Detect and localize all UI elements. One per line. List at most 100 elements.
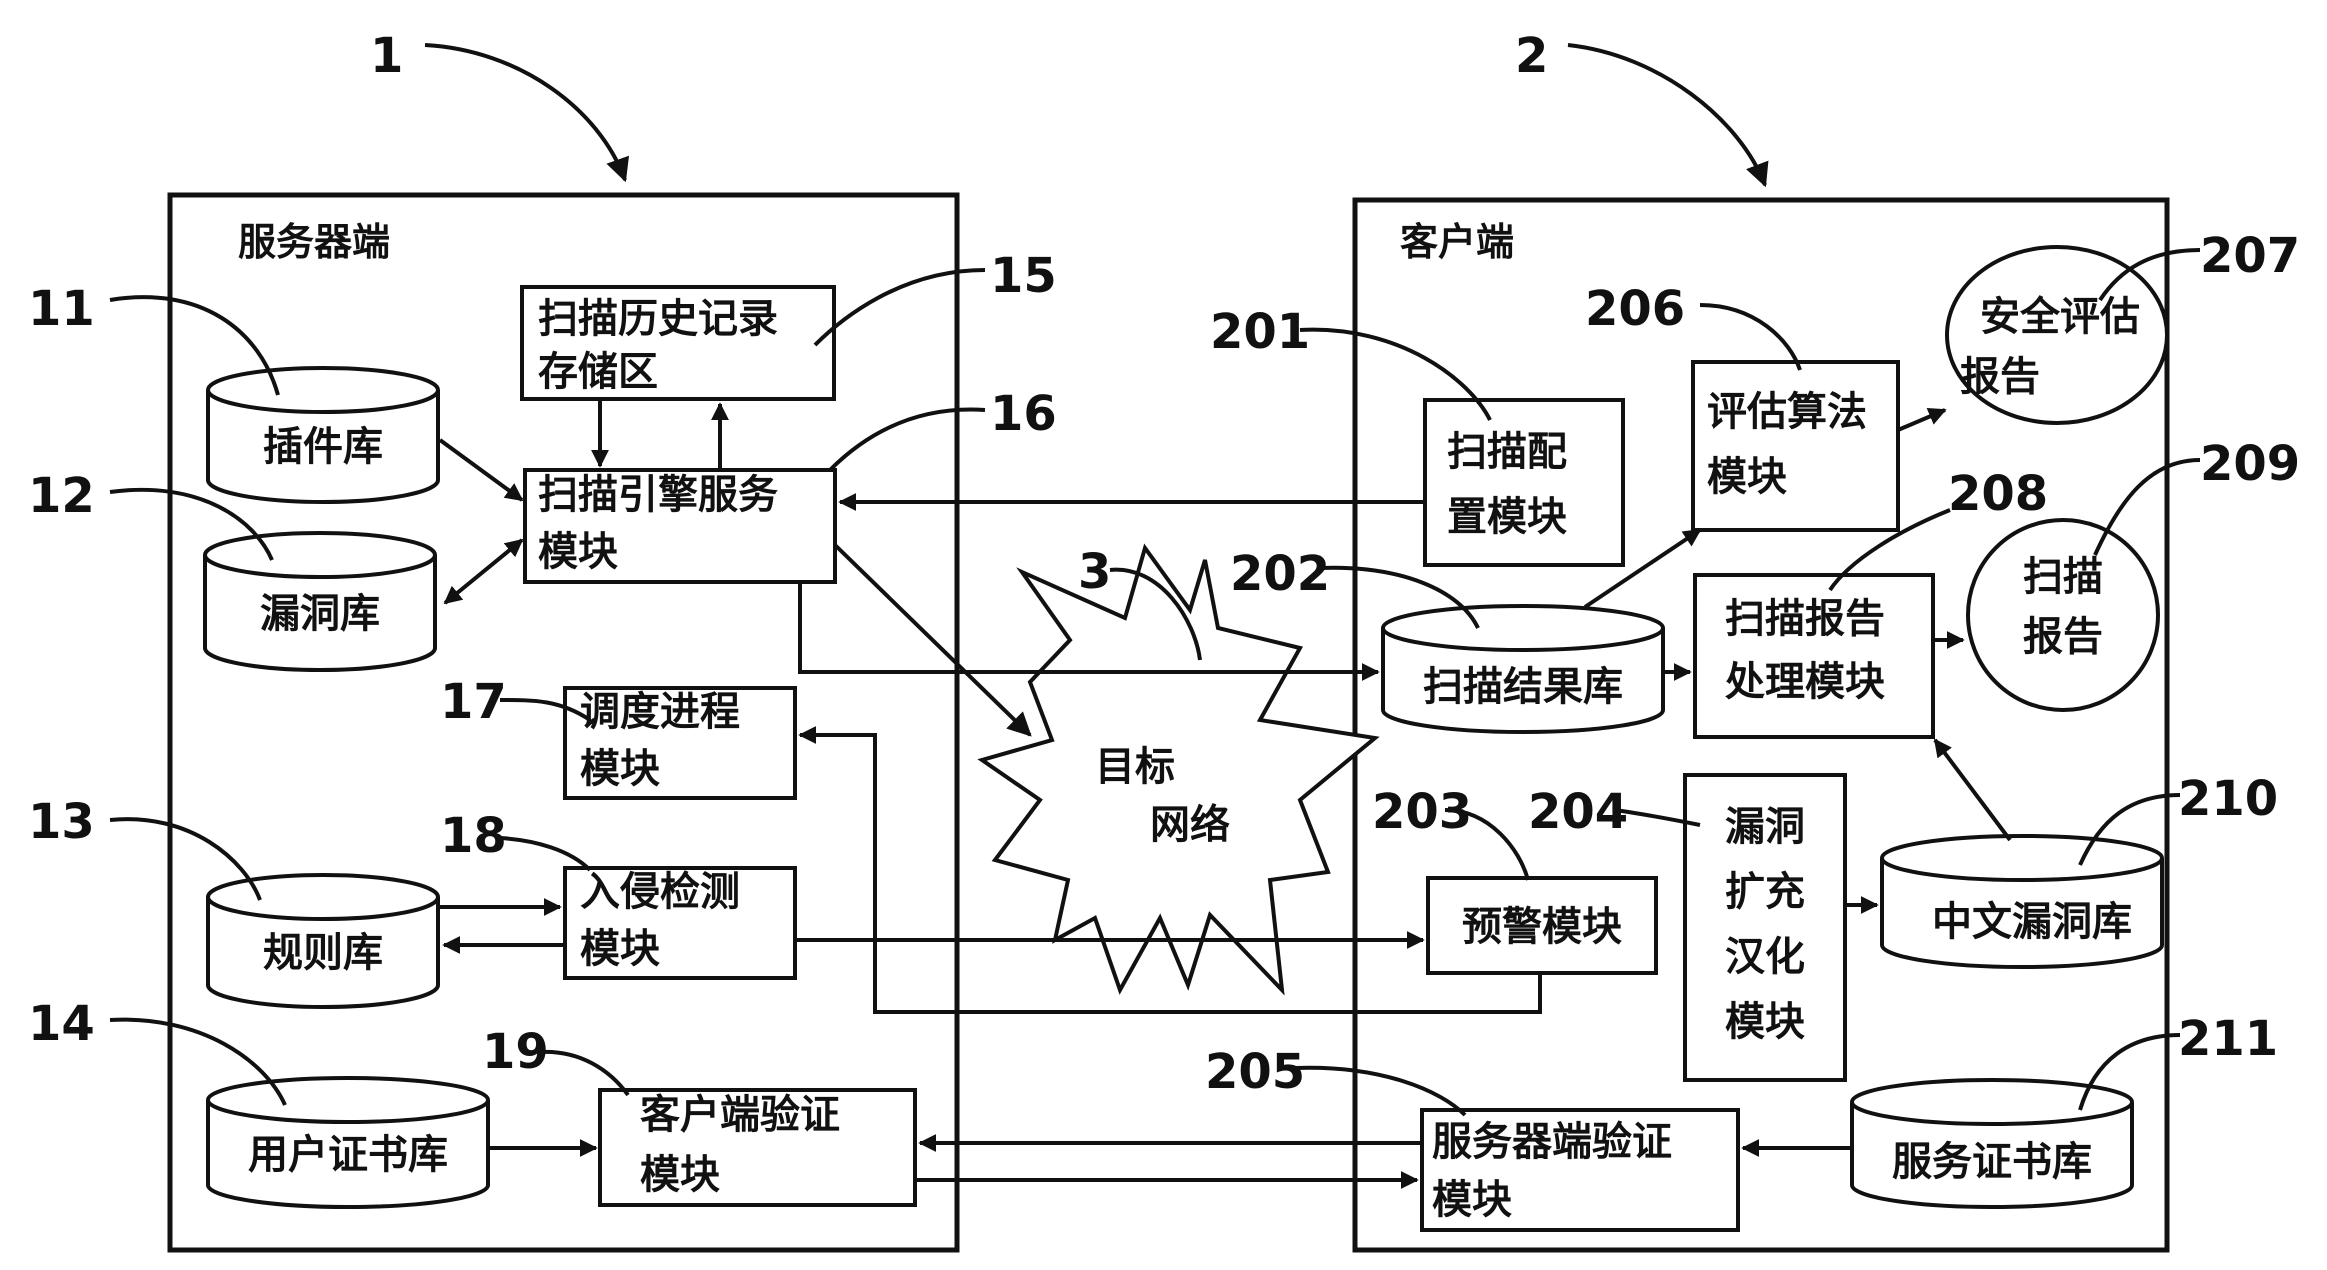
- scan-report-line1: 扫描: [2023, 554, 2103, 600]
- client-verify-line2: 模块: [640, 1152, 720, 1198]
- history-store-line2: 存储区: [538, 349, 658, 395]
- ref-3: 3: [1078, 544, 1111, 600]
- ref-208-leader: [1828, 508, 1951, 592]
- rule-db-label: 规则库: [263, 930, 383, 976]
- scan-config-line2: 置模块: [1447, 494, 1567, 540]
- ref-14-leader: [109, 1017, 287, 1106]
- ref-18-leader: [499, 836, 592, 872]
- vuln-cn-line3: 汉化: [1725, 934, 1805, 980]
- ref-209: 209: [2200, 436, 2300, 492]
- plugin-db-cylinder: 插件库: [206, 366, 440, 504]
- ref-206: 206: [1585, 281, 1685, 337]
- ref-208: 208: [1948, 466, 2048, 522]
- server-verify-box: 服务器端验证 模块: [1420, 1108, 1740, 1232]
- server-verify-line1: 服务器端验证: [1432, 1119, 1672, 1165]
- client-side-frame: [1352, 197, 2170, 1253]
- vuln-cn-line1: 漏洞: [1725, 804, 1805, 850]
- ref-205-leader: [1294, 1065, 1467, 1117]
- server-verify-line2: 模块: [1432, 1177, 1512, 1223]
- vuln-db-cylinder: 漏洞库: [203, 531, 437, 672]
- server-cert-db-cylinder: 服务证书库: [1850, 1078, 2134, 1209]
- ids-module-line1: 入侵检测: [580, 869, 740, 915]
- ref-15: 15: [990, 248, 1057, 304]
- vuln-cn-line4: 模块: [1725, 999, 1805, 1045]
- scan-result-db-label: 扫描结果库: [1423, 664, 1623, 710]
- ref-209-leader: [2093, 458, 2201, 556]
- history-store-line1: 扫描历史记录: [538, 296, 778, 342]
- warning-to-scheduler-arrow: [798, 726, 1542, 1014]
- user-cert-db-label: 用户证书库: [248, 1132, 448, 1178]
- warning-label: 预警模块: [1462, 904, 1622, 950]
- server-side-pointer: [424, 43, 630, 183]
- security-report-line1: 安全评估: [1980, 294, 2140, 340]
- history-store-box: 扫描历史记录 存储区: [520, 285, 836, 401]
- ref-207: 207: [2200, 228, 2300, 284]
- engine-to-network-arrow: [833, 543, 1032, 737]
- scan-report-line2: 报告: [2023, 614, 2103, 660]
- eval-algo-line1: 评估算法: [1707, 389, 1867, 435]
- security-report-circle: 安全评估 报告: [1945, 245, 2169, 425]
- ref-203-leader: [1444, 808, 1530, 881]
- ref-16-leader: [828, 407, 986, 472]
- client-verify-line1: 客户端验证: [640, 1092, 840, 1138]
- scheduler-line2: 模块: [580, 746, 660, 792]
- ref-13: 13: [28, 794, 95, 850]
- ref-11: 11: [28, 281, 95, 337]
- ref-206-leader: [1699, 303, 1802, 371]
- ref-11-leader: [109, 295, 280, 396]
- plugin-db-label: 插件库: [263, 424, 383, 470]
- ref-204: 204: [1528, 784, 1628, 840]
- vuln-cn-box: 漏洞 扩充 汉化 模块: [1683, 773, 1847, 1082]
- ref-205: 205: [1205, 1044, 1305, 1100]
- user-cert-db-cylinder: 用户证书库: [206, 1076, 490, 1209]
- security-report-line2: 报告: [1960, 354, 2040, 400]
- ref-3-leader: [1109, 567, 1202, 661]
- target-network-burst: 目标 网络: [977, 543, 1380, 996]
- ref-204-leader: [1614, 808, 1701, 827]
- warning-box: 预警模块: [1426, 876, 1658, 975]
- client-side-title: 客户端: [1400, 220, 1514, 264]
- scan-result-db-cylinder: 扫描结果库: [1381, 604, 1665, 734]
- scan-config-line1: 扫描配: [1447, 429, 1567, 475]
- eval-algo-box: 评估算法 模块: [1691, 360, 1900, 532]
- target-network-line1: 目标: [1095, 744, 1175, 790]
- ref-16: 16: [990, 386, 1057, 442]
- scan-engine-line1: 扫描引擎服务: [538, 472, 778, 518]
- scheduler-box: 调度进程 模块: [563, 686, 797, 800]
- vuln-engine-arrow: [443, 538, 524, 605]
- report-proc-line2: 处理模块: [1725, 659, 1885, 705]
- ref-210: 210: [2178, 771, 2278, 827]
- ref-201-leader: [1299, 327, 1492, 421]
- ref-202: 202: [1230, 546, 1330, 602]
- ids-module-box: 入侵检测 模块: [563, 866, 797, 980]
- server-side-title: 服务器端: [238, 220, 390, 264]
- ref-19: 19: [482, 1024, 549, 1080]
- ref-207-leader: [2098, 248, 2201, 302]
- report-proc-line1: 扫描报告: [1725, 596, 1885, 642]
- plugin-to-engine-arrow: [438, 438, 524, 502]
- scan-report-circle: 扫描 报告: [1966, 518, 2160, 712]
- server-cert-db-label: 服务证书库: [1892, 1139, 2092, 1185]
- ref-12-leader: [109, 487, 274, 561]
- ref-18: 18: [440, 808, 507, 864]
- cn-vuln-db-cylinder: 中文漏洞库: [1880, 834, 2164, 969]
- ref-15-leader: [813, 268, 986, 347]
- server-side-frame: [167, 192, 960, 1253]
- cn-vuln-db-to-report-proc-arrow: [1933, 738, 2012, 842]
- ref-202-leader: [1319, 565, 1480, 629]
- server-side-number: 1: [370, 28, 403, 84]
- ref-211-leader: [2078, 1033, 2181, 1111]
- ref-19-leader: [539, 1049, 630, 1097]
- target-network-line2: 网络: [1150, 802, 1230, 848]
- eval-to-security-report-arrow: [1897, 408, 1947, 432]
- scan-engine-box: 扫描引擎服务 模块: [523, 468, 837, 584]
- client-verify-box: 客户端验证 模块: [598, 1088, 917, 1207]
- result-db-to-eval-arrow: [1583, 528, 1702, 609]
- ref-201: 201: [1210, 304, 1310, 360]
- engine-to-result-db-arrow: [798, 582, 1380, 681]
- scan-engine-line2: 模块: [538, 529, 618, 575]
- ref-211: 211: [2178, 1011, 2278, 1067]
- client-side-number: 2: [1515, 28, 1548, 84]
- ids-module-line2: 模块: [580, 926, 660, 972]
